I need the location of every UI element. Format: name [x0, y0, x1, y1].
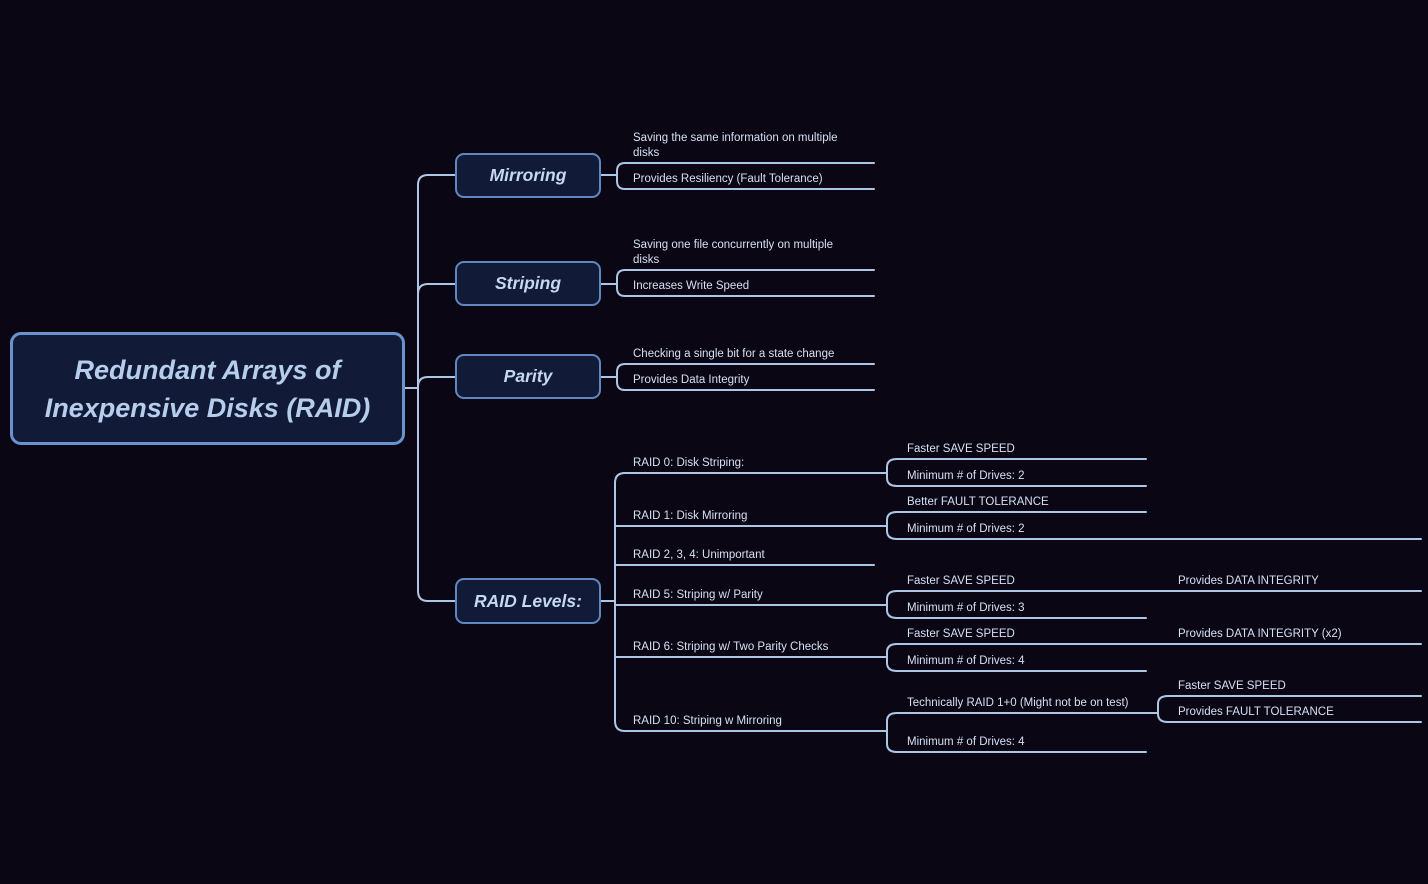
- connector-raid-levels-children: [600, 472, 888, 732]
- node-raid5-min-drives[interactable]: Minimum # of Drives: 3: [907, 602, 1025, 614]
- branch-node-parity[interactable]: Parity: [455, 354, 601, 399]
- node-provides-data-integrity[interactable]: Provides Data Integrity: [633, 374, 750, 386]
- node-raid0-min-drives[interactable]: Minimum # of Drives: 2: [907, 470, 1025, 482]
- branch-striping-label: Striping: [494, 273, 562, 293]
- branch-mirroring-label: Mirroring: [489, 165, 567, 185]
- connector-raid0-children: [886, 458, 1147, 487]
- root-node-label: Redundant Arrays of Inexpensive Disks (R…: [44, 354, 371, 423]
- node-provides-resiliency[interactable]: Provides Resiliency (Fault Tolerance): [633, 173, 823, 185]
- branch-node-raid-levels[interactable]: RAID Levels:: [455, 578, 601, 624]
- node-raid6-provides-data-integrity-x2[interactable]: Provides DATA INTEGRITY (x2): [1178, 628, 1342, 640]
- node-saving-same-information[interactable]: Saving the same information on multiple …: [633, 132, 838, 159]
- node-raid10-technically-raid-1plus0[interactable]: Technically RAID 1+0 (Might not be on te…: [907, 697, 1129, 709]
- branch-node-striping[interactable]: Striping: [455, 261, 601, 306]
- node-raid5-provides-data-integrity[interactable]: Provides DATA INTEGRITY: [1178, 575, 1319, 587]
- node-increases-write-speed[interactable]: Increases Write Speed: [633, 280, 750, 292]
- node-raid5-faster-save-speed[interactable]: Faster SAVE SPEED: [907, 575, 1015, 587]
- node-raid6[interactable]: RAID 6: Striping w/ Two Parity Checks: [633, 641, 829, 653]
- node-checking-single-bit[interactable]: Checking a single bit for a state change: [633, 348, 835, 360]
- node-raid0[interactable]: RAID 0: Disk Striping:: [633, 457, 745, 469]
- node-raid10-provides-fault-tolerance[interactable]: Provides FAULT TOLERANCE: [1178, 706, 1334, 718]
- node-saving-one-file-concurrently[interactable]: Saving one file concurrently on multiple…: [633, 239, 834, 266]
- connector-raid10-children: [886, 712, 1159, 753]
- connector-raid5-children: [886, 590, 1422, 619]
- node-raid6-faster-save-speed[interactable]: Faster SAVE SPEED: [907, 628, 1015, 640]
- connector-raid1-children: [886, 511, 1422, 540]
- node-raid234[interactable]: RAID 2, 3, 4: Unimportant: [633, 549, 765, 561]
- connector-striping-children: [600, 269, 875, 297]
- branch-parity-label: Parity: [503, 366, 553, 386]
- node-raid10[interactable]: RAID 10: Striping w Mirroring: [633, 715, 782, 727]
- node-raid10-faster-save-speed[interactable]: Faster SAVE SPEED: [1178, 680, 1286, 692]
- node-raid1[interactable]: RAID 1: Disk Mirroring: [633, 510, 748, 522]
- connector-parity-children: [600, 363, 875, 391]
- connector-raid10-grandchildren: [1157, 695, 1422, 723]
- node-raid1-min-drives[interactable]: Minimum # of Drives: 2: [907, 523, 1025, 535]
- node-raid5[interactable]: RAID 5: Striping w/ Parity: [633, 589, 763, 601]
- connector-raid6-children: [886, 643, 1422, 672]
- branch-raid-levels-label: RAID Levels:: [474, 590, 582, 611]
- root-node[interactable]: Redundant Arrays of Inexpensive Disks (R…: [10, 332, 405, 445]
- node-raid1-better-fault-tolerance[interactable]: Better FAULT TOLERANCE: [907, 496, 1049, 508]
- branch-node-mirroring[interactable]: Mirroring: [455, 153, 601, 198]
- node-raid0-faster-save-speed[interactable]: Faster SAVE SPEED: [907, 443, 1015, 455]
- connector-mirroring-children: [600, 162, 875, 190]
- node-raid6-min-drives[interactable]: Minimum # of Drives: 4: [907, 655, 1025, 667]
- connector-root-trunk: [404, 174, 456, 602]
- node-raid10-min-drives[interactable]: Minimum # of Drives: 4: [907, 736, 1025, 748]
